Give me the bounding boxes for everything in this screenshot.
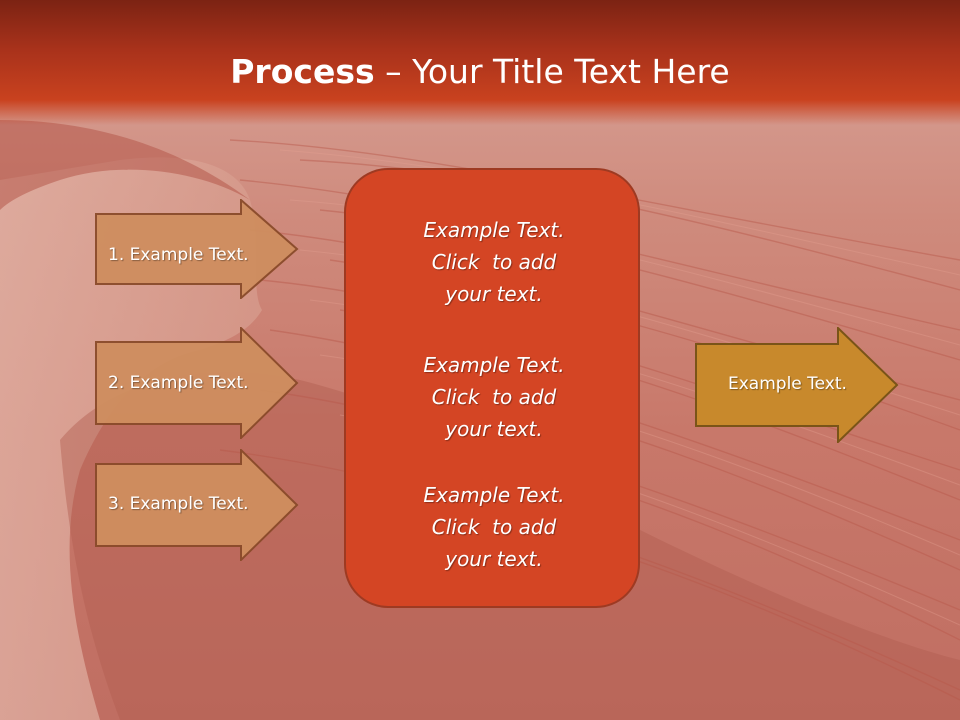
text-block-2-line-3: your text. bbox=[445, 417, 543, 441]
left-arrow-3-label: 3. Example Text. bbox=[108, 494, 249, 514]
text-block-1-line-3: your text. bbox=[445, 282, 543, 306]
text-block-1-line-2: Click to add bbox=[431, 250, 557, 274]
left-arrow-2[interactable]: 2. Example Text. bbox=[95, 327, 299, 439]
title-rest: – Your Title Text Here bbox=[374, 52, 730, 91]
left-arrow-1[interactable]: 1. Example Text. bbox=[95, 199, 299, 299]
center-text-box[interactable]: Example Text. Click to add your text. Ex… bbox=[344, 168, 640, 608]
text-block-1-line-1: Example Text. bbox=[423, 218, 565, 242]
text-block-2-line-1: Example Text. bbox=[423, 353, 565, 377]
title-bar bbox=[0, 0, 960, 125]
text-block-2[interactable]: Example Text. Click to add your text. bbox=[346, 349, 642, 445]
right-arrow[interactable]: Example Text. bbox=[695, 327, 899, 443]
left-arrow-2-label: 2. Example Text. bbox=[108, 373, 249, 393]
text-block-3-line-3: your text. bbox=[445, 547, 543, 571]
text-block-3-line-2: Click to add bbox=[431, 515, 557, 539]
arrow-shape bbox=[95, 449, 299, 561]
arrow-shape bbox=[695, 327, 899, 443]
title-bold: Process bbox=[230, 52, 375, 91]
right-arrow-label: Example Text. bbox=[728, 374, 847, 394]
text-block-2-line-2: Click to add bbox=[431, 385, 557, 409]
arrow-shape bbox=[95, 327, 299, 439]
left-arrow-3[interactable]: 3. Example Text. bbox=[95, 449, 299, 561]
left-arrow-1-label: 1. Example Text. bbox=[108, 245, 249, 265]
text-block-3-line-1: Example Text. bbox=[423, 483, 565, 507]
text-block-1[interactable]: Example Text. Click to add your text. bbox=[346, 214, 642, 310]
arrow-shape bbox=[95, 199, 299, 299]
slide-title: Process – Your Title Text Here bbox=[0, 52, 960, 91]
text-block-3[interactable]: Example Text. Click to add your text. bbox=[346, 479, 642, 575]
